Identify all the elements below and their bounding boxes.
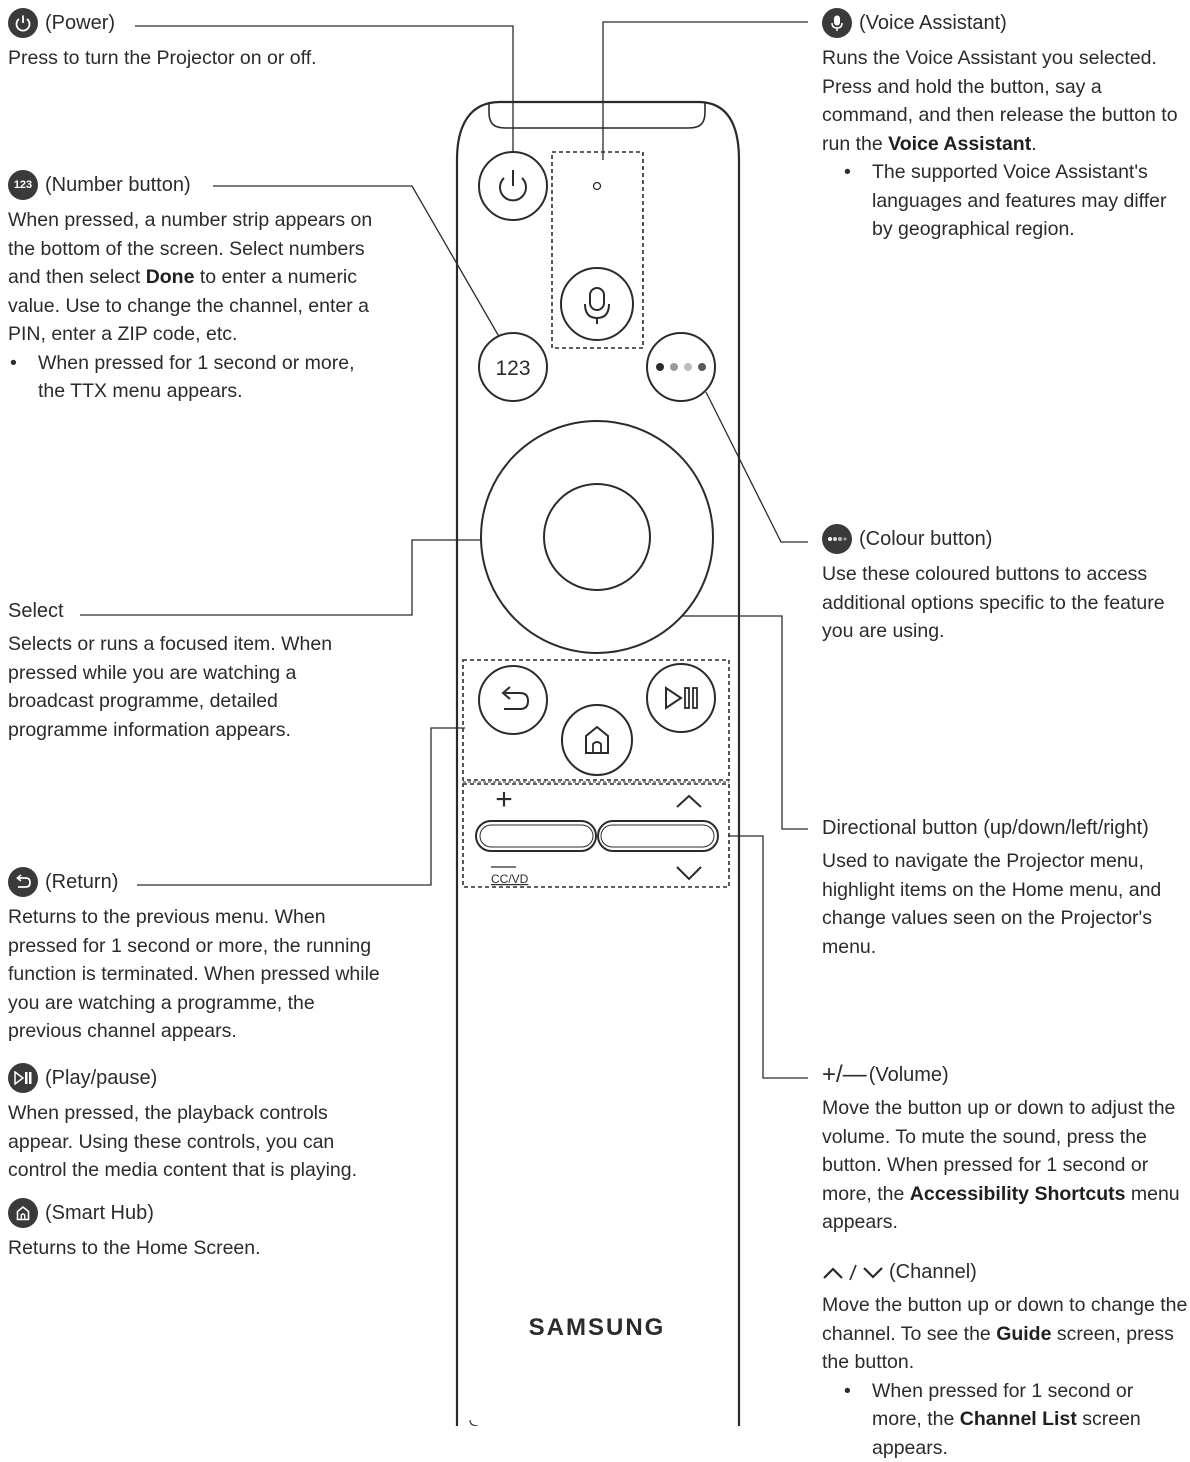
number-title: (Number button) [45,172,191,198]
play-pause-icon [8,1063,38,1093]
smarthub-callout: (Smart Hub) Returns to the Home Screen. [8,1198,383,1263]
return-icon [8,867,38,897]
volume-callout: +/— (Volume) Move the button up or down … [822,1062,1184,1237]
number-button[interactable]: 123 [479,333,547,401]
return-callout: (Return) Returns to the previous menu. W… [8,867,383,1046]
volume-rocker[interactable] [476,821,596,851]
voice-assistant-button[interactable] [561,268,633,340]
select-description: Selects or runs a focused item. When pre… [8,630,348,744]
colour-callout: (Colour button) Use these coloured butto… [822,524,1184,646]
return-heading: (Return) [8,867,383,897]
home-icon [8,1198,38,1228]
plus-minus-symbol: +/— [822,1062,867,1088]
return-title: (Return) [45,869,118,895]
number-heading: 123 (Number button) [8,170,378,200]
voice-note: The supported Voice Assistant's language… [842,158,1188,244]
microphone-icon [822,8,852,38]
channel-rocker[interactable] [598,821,718,851]
colour-heading: (Colour button) [822,524,1184,554]
play-title: (Play/pause) [45,1065,157,1091]
volume-plus-label: + [495,783,513,816]
directional-description: Used to navigate the Projector menu, hig… [822,847,1182,961]
colour-description: Use these coloured buttons to access add… [822,560,1184,646]
channel-note: When pressed for 1 second or more, the C… [842,1377,1188,1462]
number-123-icon: 123 [8,170,38,200]
smart-hub-button[interactable] [562,705,632,775]
volume-description: Move the button up or down to adjust the… [822,1094,1184,1237]
samsung-logo: SAMSUNG [529,1314,666,1341]
number-description: When pressed, a number strip appears on … [8,206,378,349]
number-button-label: 123 [495,357,530,380]
colour-title: (Colour button) [859,526,992,552]
colour-dots-icon [822,524,852,554]
channel-heading: (Channel) [822,1259,1188,1285]
voice-heading: (Voice Assistant) [822,8,1188,38]
smarthub-title: (Smart Hub) [45,1200,154,1226]
play-description: When pressed, the playback controls appe… [8,1099,383,1185]
colour-button[interactable] [647,333,715,401]
smarthub-heading: (Smart Hub) [8,1198,383,1228]
directional-title: Directional button (up/down/left/right) [822,815,1182,841]
channel-callout: (Channel) Move the button up or down to … [822,1259,1188,1462]
smarthub-description: Returns to the Home Screen. [8,1234,383,1263]
voice-title: (Voice Assistant) [859,10,1007,36]
power-heading: (Power) [8,8,388,38]
number-note: When pressed for 1 second or more, the T… [8,349,378,406]
voice-callout: (Voice Assistant) Runs the Voice Assista… [822,8,1188,244]
microphone-hole [594,183,601,190]
channel-down-icon [677,867,701,879]
power-description: Press to turn the Projector on or off. [8,44,388,73]
channel-up-icon [677,796,701,807]
directional-callout: Directional button (up/down/left/right) … [822,815,1182,961]
cc-vd-label: CC/VD [491,872,529,886]
return-button[interactable] [479,666,547,734]
voice-description: Runs the Voice Assistant you selected. P… [822,44,1188,158]
select-title: Select [8,598,348,624]
volume-heading: +/— (Volume) [822,1062,1184,1088]
channel-title: (Channel) [889,1259,977,1285]
select-button[interactable] [544,484,650,590]
volume-title: (Volume) [869,1062,949,1088]
number-callout: 123 (Number button) When pressed, a numb… [8,170,378,406]
channel-description: Move the button up or down to change the… [822,1291,1188,1377]
return-description: Returns to the previous menu. When press… [8,903,383,1046]
channel-chevrons-icon [822,1262,886,1282]
play-heading: (Play/pause) [8,1063,383,1093]
play-pause-button[interactable] [647,664,715,732]
select-callout: Select Selects or runs a focused item. W… [8,598,348,744]
power-callout: (Power) Press to turn the Projector on o… [8,8,388,73]
power-button[interactable] [479,152,547,220]
power-title: (Power) [45,10,115,36]
power-icon [8,8,38,38]
remote-top-notch [489,102,705,128]
play-callout: (Play/pause) When pressed, the playback … [8,1063,383,1185]
